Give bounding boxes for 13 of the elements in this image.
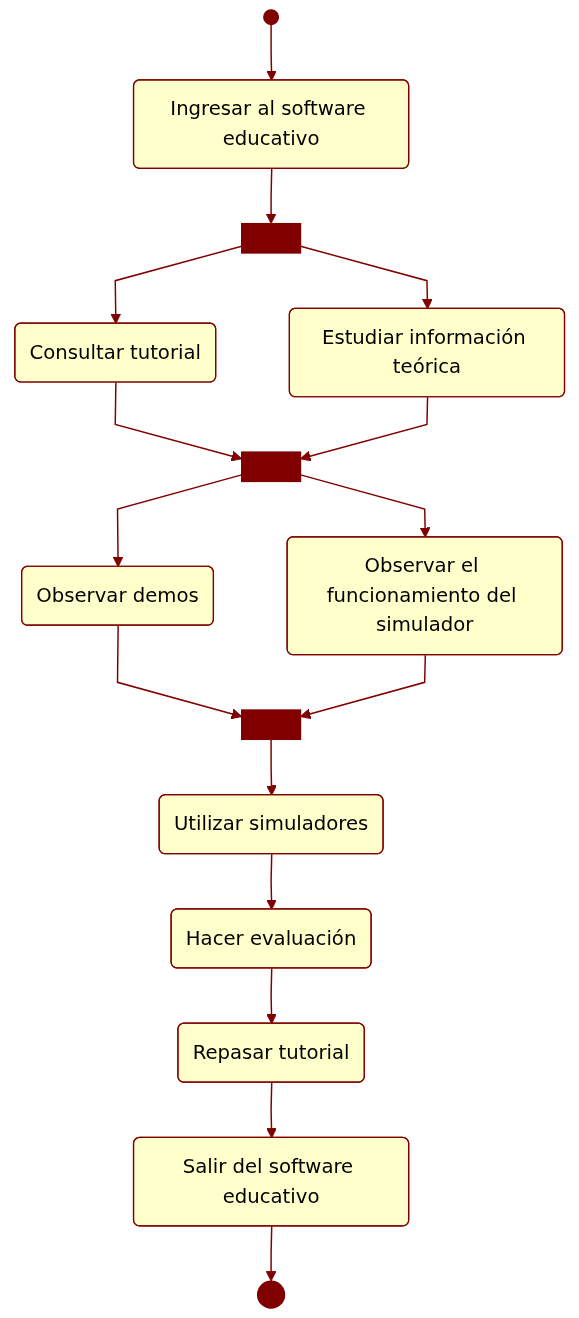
arrow	[265, 1082, 277, 1139]
node-bar	[240, 222, 302, 254]
arrow	[265, 967, 277, 1025]
arrow	[265, 738, 277, 796]
arrow	[114, 381, 242, 462]
node-bar	[240, 451, 302, 483]
node-bar	[240, 709, 302, 741]
node-circle	[262, 9, 279, 26]
arrow	[265, 1225, 277, 1282]
arrow	[116, 625, 242, 720]
arrow	[265, 23, 277, 81]
arrow	[265, 168, 277, 225]
node-bullseye	[256, 1280, 286, 1309]
